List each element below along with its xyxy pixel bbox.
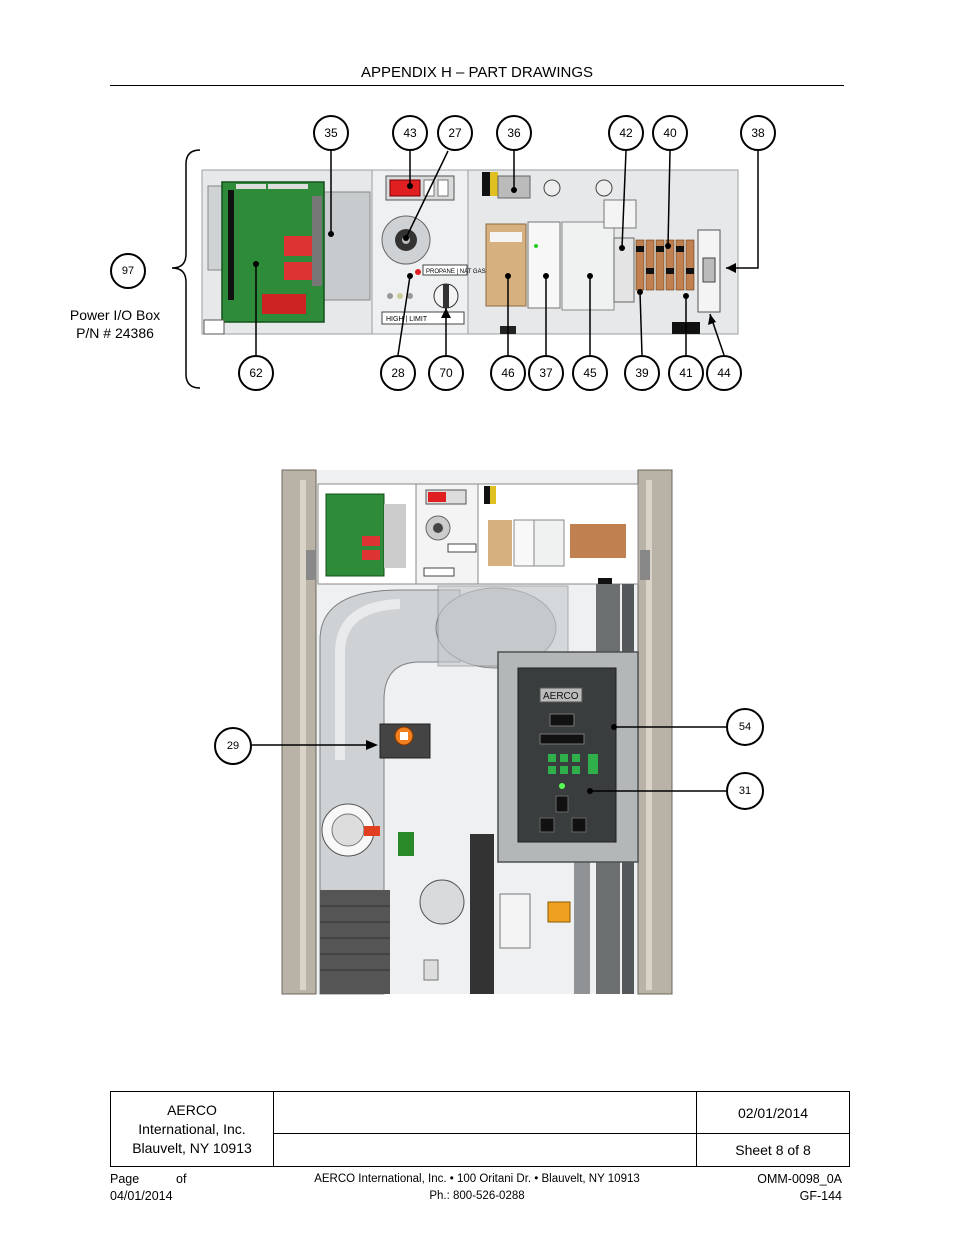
callout-97: 97 [110,253,146,289]
power-io-box-part-number: P/N # 24386 [76,325,154,341]
footer-page-label: Page [110,1172,140,1186]
callout-42: 42 [608,115,644,151]
title-block-company: AERCO International, Inc. Blauvelt, NY 1… [110,1091,274,1167]
callout-54: 54 [726,708,764,746]
company-name-line2: International, Inc. [138,1120,246,1137]
power-io-box-label: Power I/O Box P/N # 24386 [40,306,190,342]
callout-40: 40 [652,115,688,151]
header-rule [110,85,844,86]
callout-45: 45 [572,355,608,391]
title-block-date: 02/01/2014 [696,1091,850,1134]
callout-36: 36 [496,115,532,151]
company-name: AERCO [167,1101,217,1118]
callout-62: 62 [238,355,274,391]
title-block-description [273,1091,697,1134]
company-city: Blauvelt, NY 10913 [132,1139,252,1156]
callout-41: 41 [668,355,704,391]
aerco-logo-text: AERCO [543,691,579,702]
footer-doc-number: OMM-0098_0A [757,1172,842,1186]
callout-70: 70 [428,355,464,391]
title-block-sheet: Sheet 8 of 8 [696,1133,850,1167]
callout-46: 46 [490,355,526,391]
callout-31: 31 [726,772,764,810]
title-block: AERCO International, Inc. Blauvelt, NY 1… [110,1091,850,1167]
footer-model: GF-144 [799,1189,842,1203]
propane-nat-gas-label: PROPANE | NAT GAS [426,269,486,275]
power-io-box-name: Power I/O Box [69,307,161,323]
footer-of-label: of [176,1172,187,1186]
callout-29: 29 [214,727,252,765]
footer-date: 04/01/2014 [110,1189,173,1203]
footer-address: AERCO International, Inc. • 100 Oritani … [314,1173,640,1185]
page-title: APPENDIX H – PART DRAWINGS [361,64,593,81]
callout-43: 43 [392,115,428,151]
footer-phone: Ph.: 800-526-0288 [429,1190,525,1202]
callout-28: 28 [380,355,416,391]
callout-44: 44 [706,355,742,391]
callout-27: 27 [437,115,473,151]
callout-38: 38 [740,115,776,151]
high-limit-label: HIGH | LIMIT [386,316,428,323]
callout-39: 39 [624,355,660,391]
callout-37: 37 [528,355,564,391]
callout-35: 35 [313,115,349,151]
title-block-drawing-title [273,1133,697,1167]
